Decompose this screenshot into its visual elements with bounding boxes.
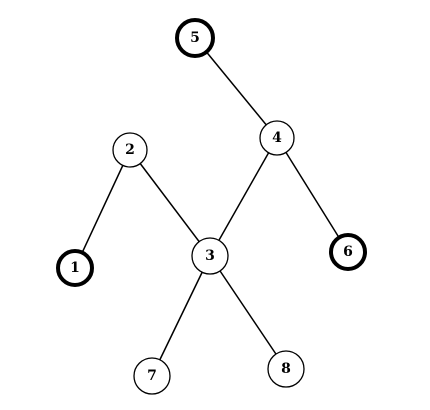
node-circle-6	[329, 233, 367, 271]
node-label-4: 4	[272, 130, 282, 146]
node-label-5: 5	[190, 30, 200, 46]
node-circle-4	[259, 120, 295, 156]
node-6: 6	[329, 233, 367, 271]
node-circle-8	[267, 350, 305, 388]
nodes-layer: 5 4 2 3 1 6 7 8	[56, 18, 367, 395]
edge-3-7	[151, 255, 211, 377]
node-label-3: 3	[205, 248, 215, 264]
node-circle-5	[175, 18, 215, 58]
edges-layer	[74, 37, 349, 377]
node-circle-3	[191, 237, 229, 275]
edge-4-6	[276, 137, 349, 253]
node-1: 1	[56, 249, 94, 287]
node-4: 4	[259, 120, 295, 156]
node-3: 3	[191, 237, 229, 275]
node-circle-7	[133, 357, 171, 395]
node-label-8: 8	[281, 361, 291, 377]
edge-4-3	[209, 137, 278, 257]
edge-2-1	[74, 149, 131, 269]
node-5: 5	[175, 18, 215, 58]
node-circle-1	[56, 249, 94, 287]
node-label-2: 2	[125, 142, 135, 158]
node-label-7: 7	[147, 368, 157, 384]
edge-3-8	[209, 255, 287, 370]
edge-5-4	[194, 37, 278, 139]
node-8: 8	[267, 350, 305, 388]
node-2: 2	[112, 132, 148, 168]
node-label-1: 1	[70, 260, 80, 276]
node-circle-2	[112, 132, 148, 168]
node-label-6: 6	[343, 244, 353, 260]
edge-2-3	[129, 149, 211, 257]
node-7: 7	[133, 357, 171, 395]
